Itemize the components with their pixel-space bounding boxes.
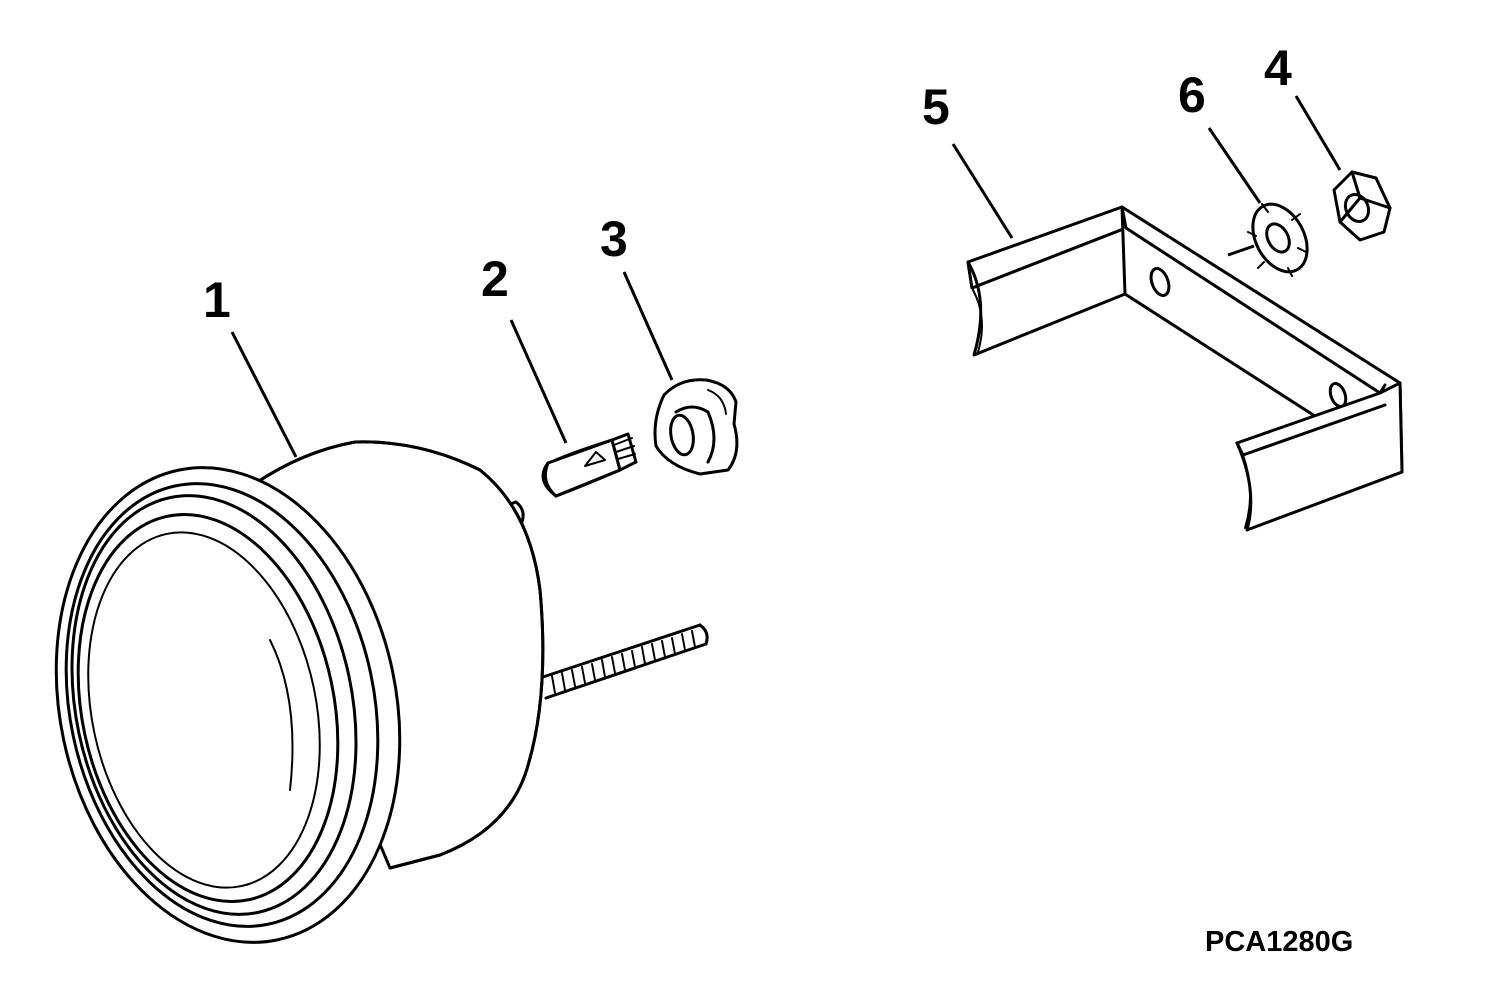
callout-6: 6 [1178,67,1206,123]
leader-6b [1227,244,1255,257]
callout-4: 4 [1264,40,1292,96]
leader-2 [509,319,568,444]
leader-4 [1294,95,1342,171]
leader-1 [230,331,298,458]
callout-2: 2 [481,251,509,307]
callout-1: 1 [203,272,231,328]
bulb-socket-icon [653,378,739,476]
lock-washer-icon [1247,202,1309,277]
gauge-body-icon [54,440,709,944]
leader-5 [951,143,1014,239]
hex-nut-icon [1332,170,1392,242]
leader-lines [230,95,1342,458]
long-threaded-stud [538,623,709,700]
mounting-bracket-icon [966,205,1404,532]
callout-5: 5 [922,79,950,135]
drawing-code: PCA1280G [1205,926,1353,958]
callout-3: 3 [600,211,628,267]
leader-3 [622,271,674,381]
bulb-icon [541,432,638,498]
leader-6 [1207,127,1262,204]
